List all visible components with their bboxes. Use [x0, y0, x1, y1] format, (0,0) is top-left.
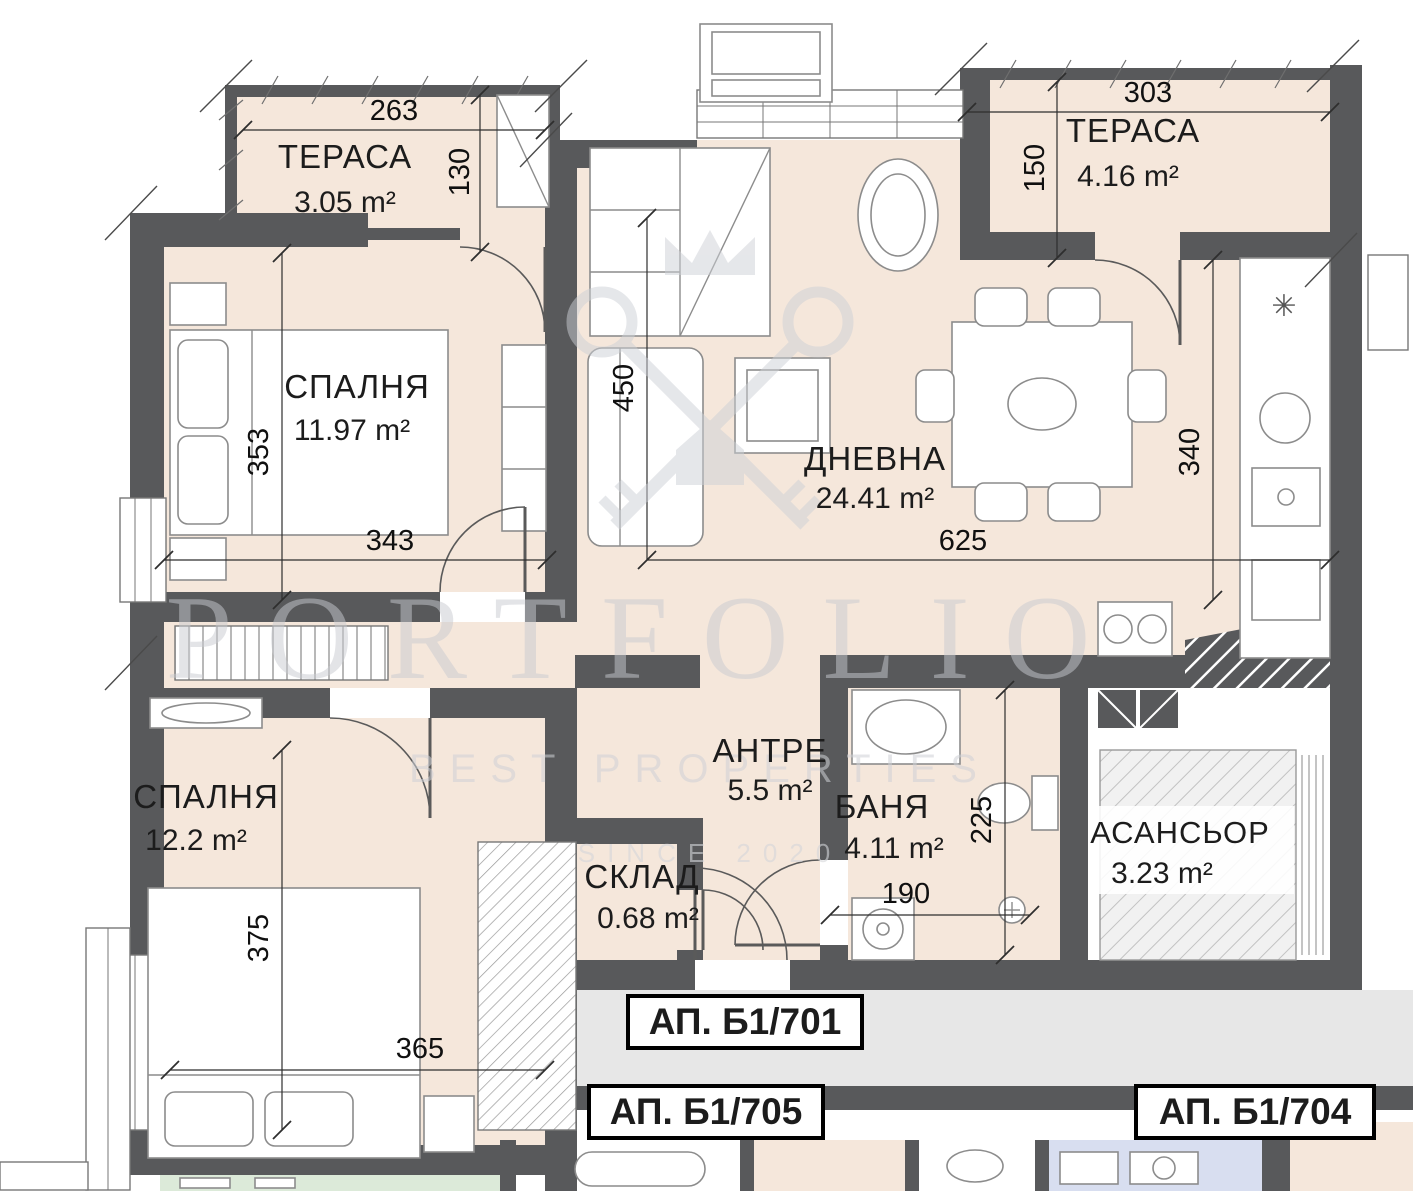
room-area-bedroom-bottom: 12.2 m²: [145, 824, 247, 857]
room-name-bedroom-bottom: СПАЛНЯ: [133, 778, 279, 815]
dim-terrace-left-w: 263: [370, 95, 418, 127]
room-area-storage: 0.68 m²: [597, 902, 699, 935]
room-name-elevator: АСАНСЬОР: [1090, 815, 1270, 850]
apartment-neighbor-right-box: [1134, 1084, 1376, 1140]
room-area-terrace-right: 4.16 m²: [1077, 160, 1179, 193]
watermark-tagline: BEST PROPERTIES: [409, 747, 991, 791]
double-bed-2-icon: [147, 887, 421, 1159]
apartment-neighbor-left-box: [587, 1084, 825, 1140]
room-name-hall: АНТРЕ: [712, 732, 827, 769]
watermark-logo-icon: [566, 230, 854, 530]
apartment-neighbor-left-label: АП. Б1/705: [610, 1091, 803, 1132]
dim-terrace-right-d: 150: [1019, 144, 1051, 192]
neighbor-fixtures: [179, 1149, 1199, 1189]
corner-slashes: [104, 39, 1360, 691]
shaft-icons: [1097, 689, 1179, 729]
dim-bedroom-bottom-w: 365: [396, 1033, 444, 1065]
dim-bedroom-top-h: 353: [243, 428, 275, 476]
nightstand-icon: [169, 537, 227, 581]
dim-bath-w: 190: [882, 878, 930, 910]
room-area-hall: 5.5 m²: [727, 774, 812, 807]
dim-living-h-right: 340: [1174, 428, 1206, 476]
nightstand-icon: [169, 282, 227, 326]
windows: [0, 89, 1409, 1191]
watermark-since: SINCE 2020: [578, 838, 843, 868]
apartment-labels: АП. Б1/701 АП. Б1/705 АП. Б1/704: [587, 994, 1376, 1140]
bedroom-top-window: [119, 497, 167, 603]
apartment-current-label: АП. Б1/701: [649, 1001, 842, 1042]
elevator-label-backdrop: [1096, 806, 1294, 894]
dim-bedroom-top-w: 343: [366, 525, 414, 557]
dining-table-icon: [915, 287, 1167, 522]
room-name-storage: СКЛАД: [584, 858, 699, 895]
watermark: PORTFOLIO BEST PROPERTIES SINCE 2020: [166, 230, 1125, 868]
coffee-table-icon: [734, 357, 831, 454]
tv-unit-icon: [699, 23, 833, 103]
door-arcs: [329, 246, 1182, 961]
wardrobe-living-icon: [589, 147, 771, 337]
watermark-brand: PORTFOLIO: [166, 571, 1125, 704]
dim-living-h-left: 450: [608, 364, 640, 412]
armchair-icon: [857, 158, 939, 272]
room-area-bedroom-top: 11.97 m²: [294, 414, 410, 447]
room-name-bedroom-top: СПАЛНЯ: [284, 368, 430, 405]
fridge-icon: ✳: [1271, 290, 1296, 323]
dim-terrace-left-d: 130: [444, 148, 476, 196]
room-name-living: ДНЕВНА: [804, 440, 946, 477]
outside-balcony-rail-2: [0, 1161, 89, 1191]
dim-living-w: 625: [939, 525, 987, 557]
apartment-neighbor-right-label: АП. Б1/704: [1159, 1091, 1352, 1132]
wardrobe-icon: [477, 841, 577, 1131]
dim-terrace-right-w: 303: [1124, 77, 1172, 109]
dimension-lines: [154, 72, 1340, 1140]
room-name-bath: БАНЯ: [835, 788, 930, 825]
dim-bedroom-bottom-h: 375: [243, 914, 275, 962]
room-area-living: 24.41 m²: [816, 482, 934, 515]
dresser-icon: [501, 344, 547, 532]
room-area-elevator: 3.23 m²: [1111, 857, 1213, 890]
railing-ticks: [218, 59, 1292, 221]
dimension-texts: 263 130 303 150 353 343 450 625 340 375 …: [243, 77, 1206, 1065]
dim-bath-h: 225: [966, 796, 998, 844]
room-area-bath: 4.11 m²: [844, 832, 943, 865]
room-labels: ТЕРАСА 3.05 m² ТЕРАСА 4.16 m² СПАЛНЯ 11.…: [133, 112, 1294, 935]
nightstand-2-icon: [423, 1095, 475, 1153]
room-name-terrace-right: ТЕРАСА: [1066, 112, 1200, 149]
floor-drain-icon: [998, 896, 1026, 924]
kitchen-counter-icon: ✳: [1239, 257, 1331, 659]
room-area-terrace-left: 3.05 m²: [294, 186, 396, 219]
double-bed-icon: [169, 329, 449, 536]
ac-unit-icon: [496, 94, 550, 208]
apartment-current-box: [626, 994, 864, 1050]
toilet-icon: [977, 775, 1059, 831]
room-name-terrace-left: ТЕРАСА: [278, 138, 412, 175]
bath-sink-icon: [851, 689, 961, 765]
outside-shaft: [1367, 254, 1409, 351]
hall-closet-icon: [174, 625, 389, 681]
washing-machine-icon: [851, 897, 915, 961]
cooktop-icon: [1097, 601, 1173, 657]
vanity-dresser-icon: [149, 697, 263, 729]
